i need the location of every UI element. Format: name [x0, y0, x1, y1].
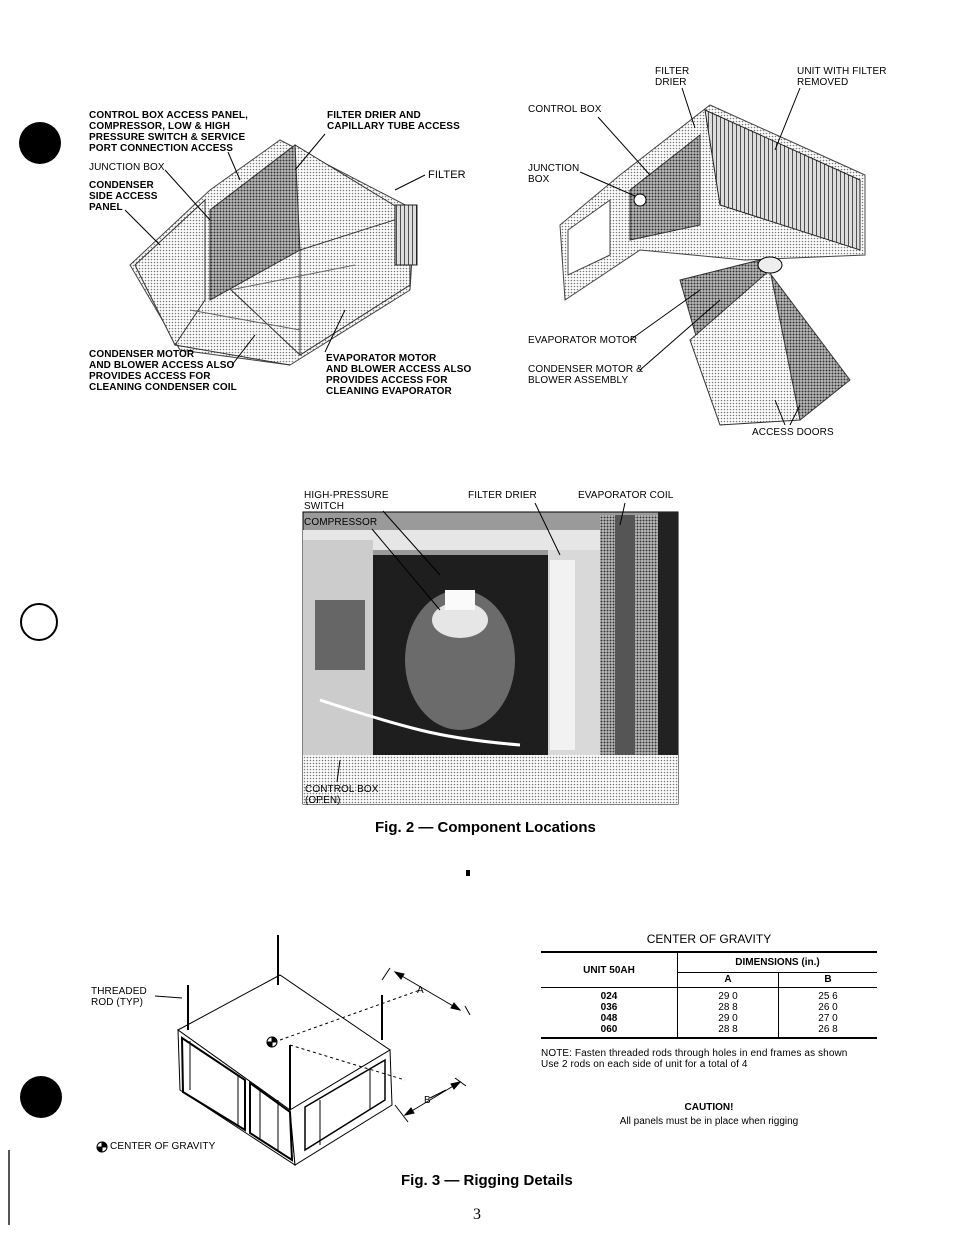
leader-lines-right — [579, 87, 801, 426]
table-row: 060 28 8 26 8 — [541, 1024, 877, 1039]
caution-text: All panels must be in place when rigging — [619, 1116, 799, 1127]
header-col-b: B — [778, 972, 877, 989]
label-evaporator-motor-access: EVAPORATOR MOTOR AND BLOWER ACCESS ALSO … — [326, 353, 472, 397]
unit-illustration-left — [129, 139, 418, 366]
label-condenser-motor-access: CONDENSER MOTOR AND BLOWER ACCESS ALSO P… — [89, 349, 237, 393]
fig3-caption: Fig. 3 — Rigging Details — [401, 1172, 573, 1189]
cell-b: 26 8 — [778, 1024, 877, 1039]
cell-b: 25 6 — [818, 991, 838, 1002]
label-dimension-a: A — [417, 985, 424, 996]
page-number: 3 — [473, 1206, 481, 1223]
header-unit: UNIT 50AH — [541, 951, 678, 988]
cell-a: 28 8 — [677, 1002, 779, 1013]
label-filter-drier-capillary: FILTER DRIER AND CAPILLARY TUBE ACCESS — [327, 110, 460, 132]
label-access-doors: ACCESS DOORS — [752, 427, 834, 438]
table-row: 024 29 0 25 6 — [541, 987, 877, 1002]
center-of-gravity-table: UNIT 50AH DIMENSIONS (in.) A B 024 29 0 … — [541, 950, 877, 1039]
caution-title: CAUTION! — [684, 1102, 734, 1113]
cell-unit: 024 — [541, 987, 678, 1002]
fig2-caption: Fig. 2 — Component Locations — [375, 819, 596, 836]
table-row: 048 29 0 27 0 — [541, 1013, 877, 1024]
cell-b: 27 0 — [818, 1013, 838, 1024]
label-high-pressure-switch: HIGH-PRESSURE SWITCH — [304, 490, 389, 512]
label-center-of-gravity-legend: CENTER OF GRAVITY — [110, 1141, 216, 1152]
table-row: 036 28 8 26 0 — [541, 1002, 877, 1013]
leader-lines-left — [124, 133, 426, 366]
label-control-box-access-panel: CONTROL BOX ACCESS PANEL, COMPRESSOR, LO… — [89, 110, 248, 154]
label-filter-drier-right: FILTER DRIER — [655, 66, 690, 88]
cell-unit: 060 — [541, 1024, 678, 1039]
header-dimensions: DIMENSIONS (in.) — [677, 950, 877, 973]
leader-lines-photo — [336, 502, 626, 783]
binding-edge-mark — [8, 1150, 10, 1225]
cell-unit: 036 — [541, 1002, 678, 1013]
stray-mark — [466, 870, 470, 876]
unit-illustration-right — [559, 104, 866, 426]
label-condenser-motor-blower: CONDENSER MOTOR & BLOWER ASSEMBLY — [528, 364, 643, 386]
cell-b: 26 0 — [818, 1002, 838, 1013]
punch-hole-middle — [20, 603, 58, 641]
label-control-box-right: CONTROL BOX — [528, 104, 602, 115]
rigging-note: NOTE: Fasten threaded rods through holes… — [541, 1048, 848, 1070]
label-dimension-b: B — [424, 1095, 431, 1106]
rigging-drawing — [96, 935, 471, 1166]
label-unit-filter-removed: UNIT WITH FILTER REMOVED — [797, 66, 887, 88]
label-compressor: COMPRESSOR — [304, 517, 378, 528]
cell-unit: 048 — [541, 1013, 678, 1024]
label-filter-left: FILTER — [428, 169, 466, 181]
component-photo — [302, 511, 679, 805]
cell-a: 28 8 — [677, 1024, 779, 1039]
header-col-a: A — [677, 972, 779, 989]
label-evaporator-coil: EVAPORATOR COIL — [578, 490, 674, 501]
punch-hole-top — [19, 122, 61, 164]
cell-a: 29 0 — [677, 1013, 779, 1024]
label-condenser-side-access: CONDENSER SIDE ACCESS PANEL — [89, 180, 158, 213]
cell-a: 29 0 — [677, 987, 779, 1002]
label-filter-drier-photo: FILTER DRIER — [468, 490, 537, 501]
label-junction-box-right: JUNCTION BOX — [528, 163, 580, 185]
table-title: CENTER OF GRAVITY — [646, 932, 772, 946]
label-threaded-rod: THREADED ROD (TYP) — [91, 986, 147, 1008]
punch-hole-bottom — [20, 1076, 62, 1118]
label-evaporator-motor-right: EVAPORATOR MOTOR — [528, 335, 638, 346]
label-control-box-open: CONTROL BOX (OPEN) — [305, 784, 379, 806]
label-junction-box-left: JUNCTION BOX — [89, 162, 165, 173]
